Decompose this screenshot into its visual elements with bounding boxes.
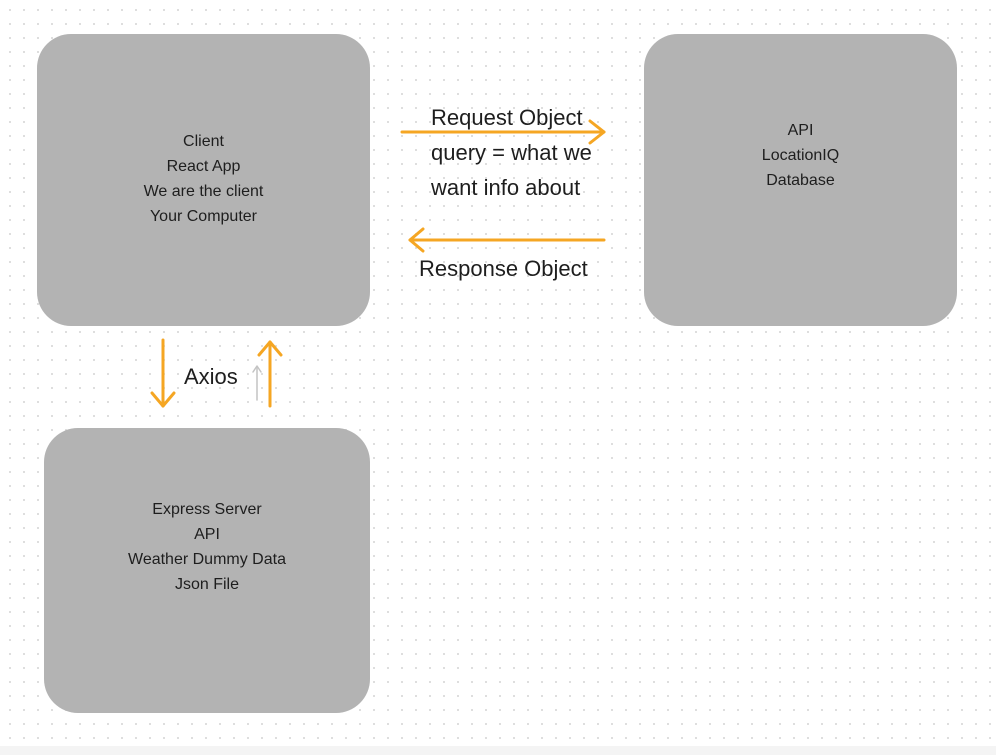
canvas-bottom-edge — [0, 746, 996, 755]
response-arrow[interactable] — [408, 227, 606, 253]
request-label-line-2: query = what we — [431, 140, 592, 165]
request-label-line-3: want info about — [431, 175, 581, 200]
axios-up-arrow[interactable] — [257, 340, 283, 408]
client-node-text: Client React App We are the client Your … — [144, 129, 264, 229]
server-line-2: API — [194, 525, 220, 543]
faint-up-arrow-icon — [252, 365, 262, 401]
api-line-3: Database — [766, 171, 835, 189]
server-line-4: Json File — [174, 575, 239, 593]
server-line-1: Express Server — [152, 500, 262, 518]
response-object-label: Response Object — [419, 256, 588, 281]
client-line-1: Client — [183, 133, 224, 150]
server-node-text: Express Server API Weather Dummy Data Js… — [128, 497, 286, 597]
api-line-2: LocationIQ — [761, 146, 840, 164]
axios-label: Axios — [184, 364, 238, 389]
server-line-3: Weather Dummy Data — [128, 550, 286, 568]
client-line-3: We are the client — [143, 183, 264, 200]
api-node-text: API LocationIQ Database — [762, 118, 839, 193]
axios-down-arrow[interactable] — [150, 338, 176, 408]
request-label-line-1: Request Object — [431, 105, 583, 130]
api-node[interactable]: API LocationIQ Database — [644, 34, 957, 326]
client-line-4: Your Computer — [149, 208, 257, 225]
client-line-2: React App — [166, 158, 241, 175]
api-line-1: API — [787, 121, 814, 139]
request-object-label: Request Object query = what we want info… — [431, 100, 592, 205]
client-node[interactable]: Client React App We are the client Your … — [37, 34, 370, 326]
server-node[interactable]: Express Server API Weather Dummy Data Js… — [44, 428, 370, 713]
